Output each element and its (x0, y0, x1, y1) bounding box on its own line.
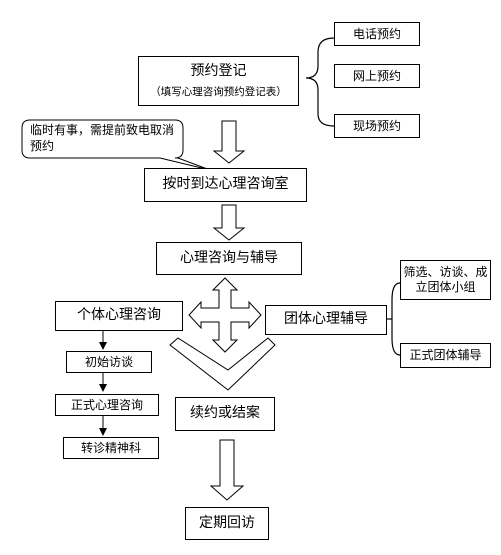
phone-appointment-label: 电话预约 (352, 26, 401, 41)
arrow-four-way (188, 277, 262, 353)
registration-subtitle: （填写心理咨询预约登记表） (150, 86, 287, 99)
continue-or-close-box: 续约或结案 (175, 397, 275, 431)
formal-group-label: 正式团体辅导 (409, 348, 482, 362)
counseling-box: 心理咨询与辅导 (156, 242, 302, 275)
counseling-label: 心理咨询与辅导 (180, 249, 278, 266)
cancel-note: 临时有事，需提前致电取消预约 (30, 123, 175, 154)
arrow-chevron-to-close (169, 337, 276, 391)
group-counseling-box: 团体心理辅导 (265, 305, 387, 335)
arrive-label: 按时到达心理咨询室 (162, 176, 289, 193)
speech-bubble (21, 119, 211, 171)
bracket-group-branch (391, 282, 401, 356)
group-counseling-label: 团体心理辅导 (284, 311, 368, 328)
arrow-arrive-to-counseling (212, 204, 246, 241)
brace-appointment-methods (305, 37, 335, 127)
registration-box: 预约登记 （填写心理咨询预约登记表） (138, 56, 299, 106)
arrow-initial-to-formal (99, 384, 107, 392)
arrow-formal-to-referral (99, 428, 107, 436)
referral-box: 转诊精神科 (63, 437, 159, 459)
arrow-individual-to-initial (99, 342, 107, 350)
screening-label: 筛选、访谈、成立团体小组 (403, 265, 488, 294)
arrow-registration-to-arrive (212, 120, 246, 164)
individual-counseling-label: 个体心理咨询 (77, 307, 161, 324)
online-appointment-box: 网上预约 (334, 64, 420, 88)
formal-group-box: 正式团体辅导 (400, 343, 491, 368)
arrive-box: 按时到达心理咨询室 (144, 168, 307, 202)
formal-counseling-box: 正式心理咨询 (55, 394, 159, 416)
arrow-close-to-followup (209, 439, 245, 501)
individual-counseling-box: 个体心理咨询 (55, 301, 183, 331)
formal-counseling-label: 正式心理咨询 (70, 397, 143, 412)
followup-box: 定期回访 (185, 507, 269, 540)
onsite-appointment-label: 现场预约 (352, 118, 401, 133)
onsite-appointment-box: 现场预约 (334, 114, 420, 138)
screening-box: 筛选、访谈、成立团体小组 (400, 260, 491, 300)
registration-title: 预约登记 (190, 62, 247, 79)
online-appointment-label: 网上预约 (352, 68, 401, 83)
initial-interview-label: 初始访谈 (84, 354, 133, 369)
phone-appointment-box: 电话预约 (334, 22, 420, 46)
initial-interview-box: 初始访谈 (66, 351, 152, 373)
continue-or-close-label: 续约或结案 (190, 405, 260, 422)
referral-label: 转诊精神科 (80, 440, 141, 455)
followup-label: 定期回访 (199, 514, 255, 531)
